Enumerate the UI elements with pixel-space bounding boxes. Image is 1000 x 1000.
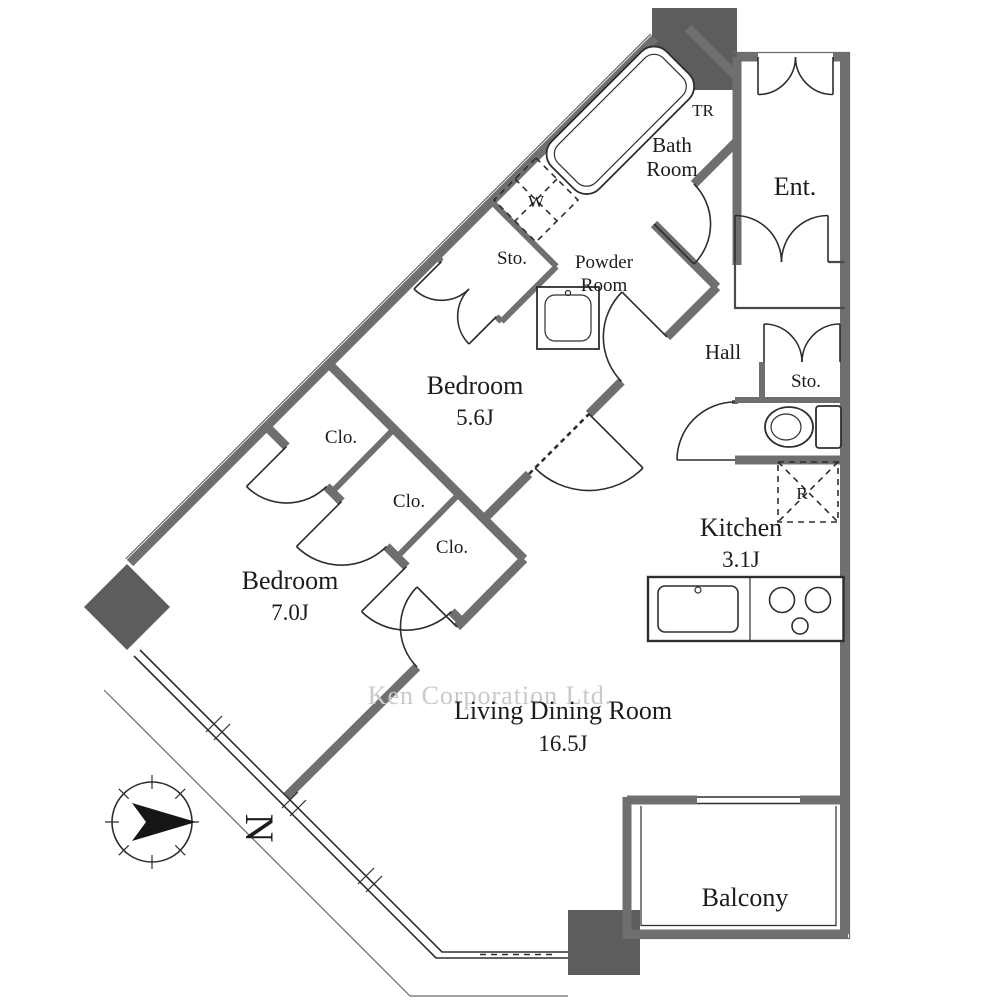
balcony-inner-line xyxy=(640,806,837,927)
window-band-southwest xyxy=(133,649,568,959)
powder-room-door-arc xyxy=(602,291,668,383)
hall-storage-door-left-arc xyxy=(763,323,803,363)
stove-burner-2 xyxy=(804,586,832,614)
compass-needle xyxy=(132,803,196,841)
closet2-door-arc xyxy=(295,500,388,566)
label-powder-line1: Powder xyxy=(575,252,634,273)
window-tick-marks xyxy=(205,715,383,893)
wall-balcony xyxy=(622,795,848,939)
compass-north-label: N xyxy=(237,814,282,843)
bedroom-storage-door-upper-arc xyxy=(413,260,470,302)
bathtub xyxy=(545,45,696,195)
bedroom1-opening-dashed xyxy=(528,413,590,475)
refrigerator-space xyxy=(777,461,839,523)
wc-door-arc xyxy=(676,401,736,461)
pillar-block-left xyxy=(84,564,170,650)
outline-diagonal-upper xyxy=(125,33,652,560)
wall-bedroom2-south xyxy=(283,555,528,800)
wall-entrance-closet xyxy=(733,260,845,310)
label-hall: Hall xyxy=(705,340,741,364)
doors xyxy=(245,56,841,668)
closet3-door-arc xyxy=(360,565,453,631)
label-kitchen-name: Kitchen xyxy=(700,513,782,542)
label-bath-line1: Bath xyxy=(652,133,692,157)
kitchen-faucet xyxy=(694,586,702,594)
label-closet2: Clo. xyxy=(393,491,425,512)
structure-blocks xyxy=(84,8,737,975)
bedroom1-door-arc xyxy=(534,413,644,492)
label-trunk-room: TR xyxy=(692,101,714,120)
window-balcony-door xyxy=(697,796,800,805)
label-closet1: Clo. xyxy=(325,427,357,448)
closet1-door-arc xyxy=(245,445,328,504)
kitchen-sink xyxy=(657,585,739,633)
wall-closet-column-east xyxy=(325,360,528,563)
room-labels: TR Bath Room Ent. W Sto. Powder Room Hal… xyxy=(242,101,821,912)
hall-storage-door-right-arc xyxy=(801,323,841,363)
label-entrance: Ent. xyxy=(774,172,817,201)
label-bedroom1-name: Bedroom xyxy=(427,371,524,400)
entrance-closet-door-left-arc xyxy=(734,214,783,263)
washing-machine xyxy=(492,156,580,244)
toilet xyxy=(764,405,842,449)
label-bath-line2: Room xyxy=(646,157,697,181)
label-closet3: Clo. xyxy=(436,537,468,558)
bedroom-storage-door-lower-arc xyxy=(456,288,498,345)
entrance-closet-door-right-arc xyxy=(780,214,829,263)
outline-diagonal-lower xyxy=(103,689,568,997)
wall-bedroom1-south xyxy=(480,283,721,523)
wall-closet-column-west xyxy=(263,423,465,625)
compass: N xyxy=(105,775,282,869)
label-washer: W xyxy=(528,192,545,211)
fixtures xyxy=(492,45,845,643)
kitchen-counter xyxy=(646,575,845,643)
entrance-door-right-arc xyxy=(794,56,834,96)
label-living-size: 16.5J xyxy=(538,731,587,756)
wall-storage-bedroom xyxy=(434,199,559,324)
wall-bath-east xyxy=(684,24,740,80)
powder-sink xyxy=(536,286,600,350)
label-bedroom2-size: 7.0J xyxy=(271,600,309,625)
bath-door-arc xyxy=(653,183,712,265)
label-living-name: Living Dining Room xyxy=(454,696,672,725)
label-bedroom1-size: 5.6J xyxy=(456,405,494,430)
interior-walls xyxy=(263,24,845,800)
entrance-door-left-arc xyxy=(757,56,797,96)
label-bedroom2-name: Bedroom xyxy=(242,566,339,595)
label-refrigerator: R xyxy=(796,484,808,503)
label-kitchen-size: 3.1J xyxy=(722,547,760,572)
bedroom2-door-arc xyxy=(399,586,458,668)
label-storage-bedroom: Sto. xyxy=(497,248,527,269)
stove-burner-3 xyxy=(791,617,809,635)
wall-bath-south xyxy=(690,137,741,188)
watermark: Ken Corporation Ltd. xyxy=(368,681,613,710)
label-powder-line2: Room xyxy=(581,275,628,296)
stove-burner-1 xyxy=(768,586,796,614)
windows xyxy=(133,649,837,959)
label-storage-hall: Sto. xyxy=(791,371,821,392)
label-balcony: Balcony xyxy=(702,883,789,912)
wall-wc-north xyxy=(732,397,845,404)
wall-closet-dividers xyxy=(329,426,462,560)
